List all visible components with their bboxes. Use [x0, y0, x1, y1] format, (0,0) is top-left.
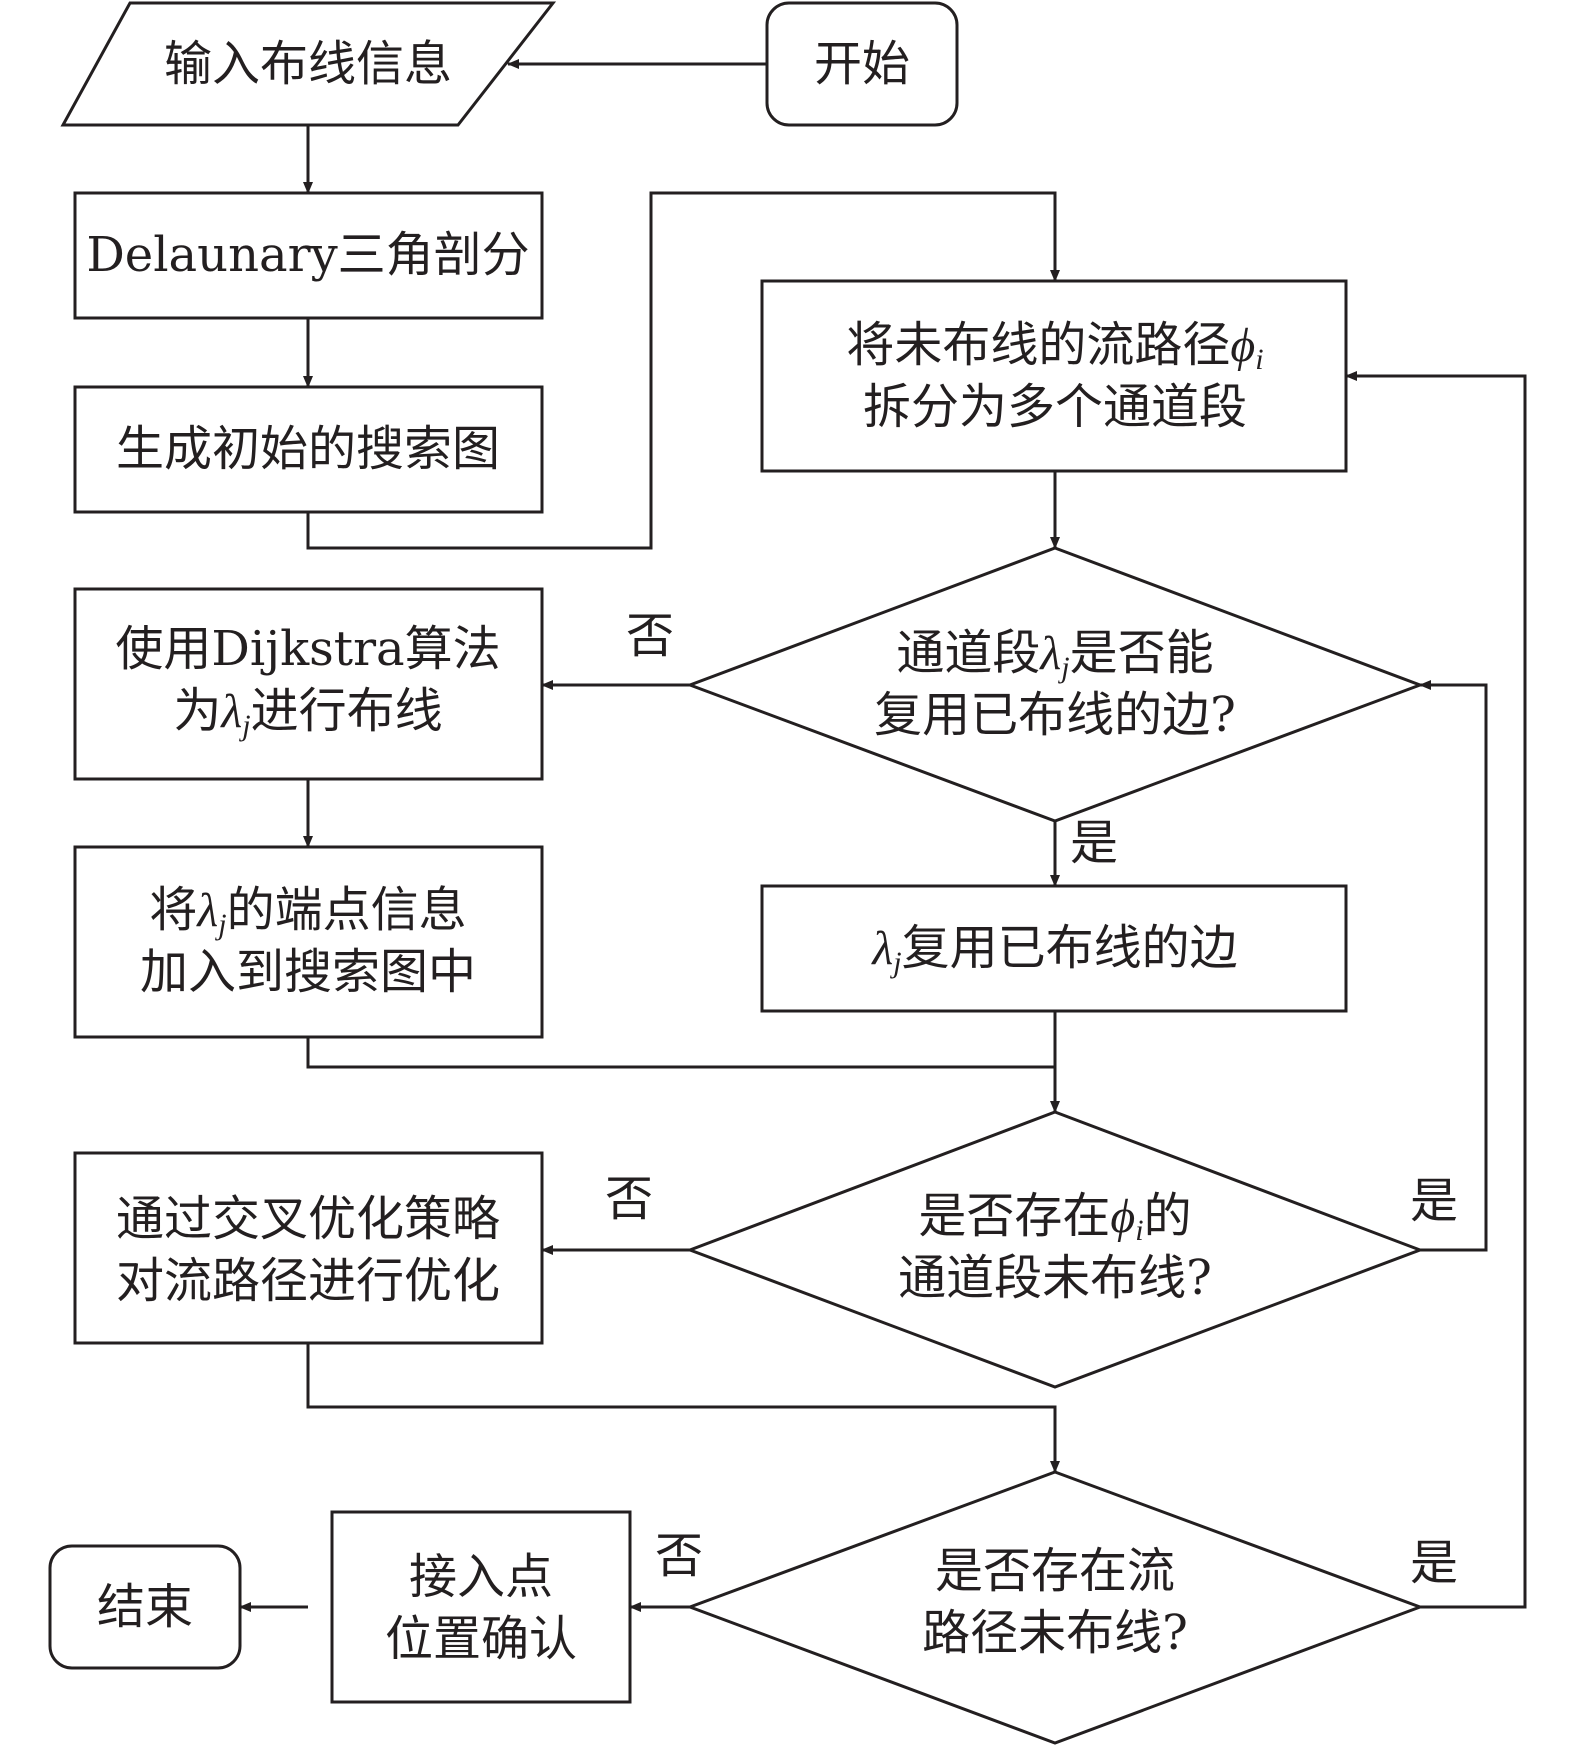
input-parallelogram	[60, 1, 557, 127]
paths-q-label-line2: 路径未布线?	[922, 1605, 1188, 1661]
split-label-line1: 将未布线的流路径ϕi	[846, 317, 1264, 376]
access-point-label-line1: 接入点	[408, 1549, 554, 1605]
delaunay-box	[73, 191, 544, 320]
lambda-symbol: λ	[1040, 627, 1062, 680]
reuse-label: λj复用已布线的边	[872, 920, 1238, 979]
reuse-q-label-line1: 通道段λj是否能	[896, 625, 1214, 684]
lambda-symbol: λ	[872, 922, 894, 975]
split-label-line2: 拆分为多个通道段	[862, 379, 1248, 435]
optimize-label-line2: 对流路径进行优化	[115, 1253, 501, 1309]
remaining-paths-decision	[685, 1470, 1425, 1745]
edge-label-yes: 是	[1069, 815, 1119, 871]
paths-q-label-line1: 是否存在流	[934, 1543, 1176, 1599]
add-endpoints-label-line1: 将λj的端点信息	[149, 882, 467, 941]
arrow-graph-to-split	[306, 191, 1060, 550]
dijkstra-label-line2: 为λj进行布线	[173, 683, 443, 742]
remaining-q-label-line2: 通道段未布线?	[898, 1250, 1212, 1306]
optimize-label-line1: 通过交叉优化策略	[115, 1191, 501, 1247]
access-point-box	[330, 1510, 632, 1704]
remaining-segments-decision	[685, 1110, 1425, 1389]
lambda-symbol: λ	[197, 884, 219, 937]
arrow-paths-q-yes	[1345, 371, 1527, 1609]
arrow-optimize-to-paths-q	[306, 1343, 1060, 1473]
access-point-label-line2: 位置确认	[384, 1611, 578, 1667]
gen-graph-label: 生成初始的搜索图	[115, 421, 501, 477]
edge-label-no: 否	[625, 608, 675, 664]
arrow-remaining-q-yes	[1419, 680, 1488, 1252]
edge-label-no: 否	[604, 1171, 654, 1227]
reuse-q-label-line2: 复用已布线的边?	[874, 687, 1236, 743]
edge-label-no: 否	[654, 1528, 704, 1584]
input-label: 输入布线信息	[163, 36, 453, 92]
dijkstra-box	[73, 587, 544, 781]
split-box	[760, 279, 1348, 473]
start-label: 开始	[813, 36, 911, 92]
optimize-box	[73, 1151, 544, 1345]
add-endpoints-label-line2: 加入到搜索图中	[139, 944, 477, 1000]
edge-label-yes: 是	[1409, 1173, 1459, 1229]
phi-symbol: ϕ	[1110, 1190, 1136, 1243]
dijkstra-label-line1: 使用Dijkstra算法	[115, 621, 501, 677]
end-label: 结束	[96, 1579, 194, 1635]
lambda-symbol: λ	[221, 685, 243, 738]
edge-label-yes: 是	[1409, 1535, 1459, 1591]
phi-symbol: ϕ	[1230, 319, 1256, 372]
delaunay-label: Delaunary三角剖分	[86, 227, 530, 283]
remaining-q-label-line1: 是否存在ϕi的	[918, 1188, 1192, 1247]
arrow-endpoints-to-remaining-q	[306, 1037, 1060, 1113]
